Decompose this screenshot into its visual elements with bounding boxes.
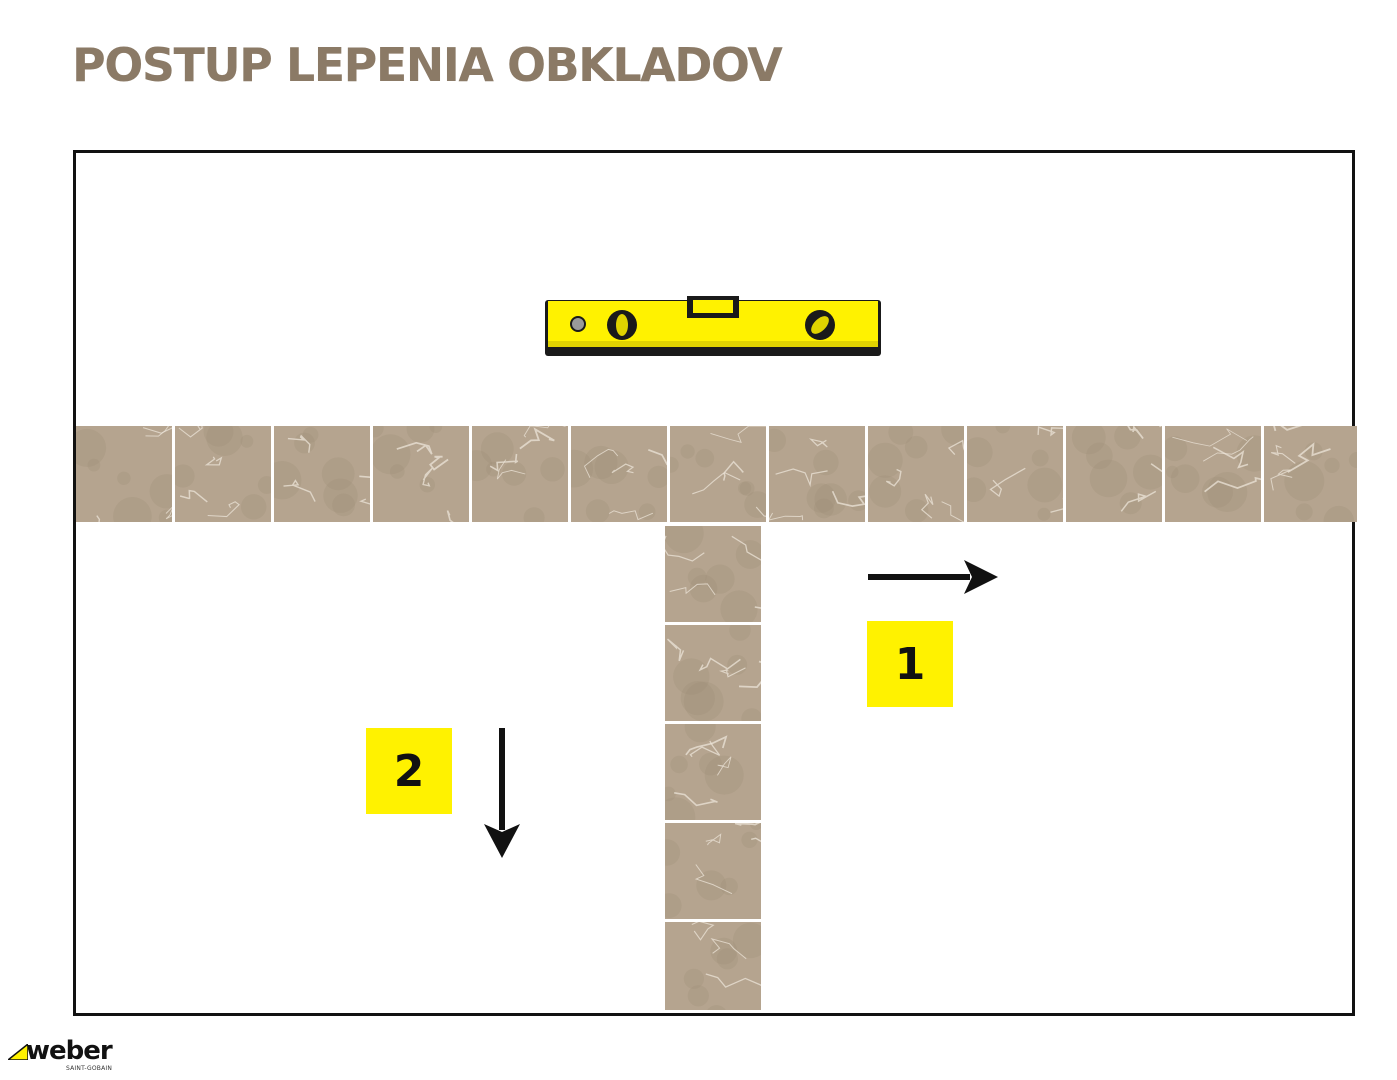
weber-subbrand: SAINT-GOBAIN: [66, 1065, 113, 1072]
horizontal-row-tile: [868, 426, 964, 522]
horizontal-row-tile: [1066, 426, 1162, 522]
vertical-column-tile: [665, 526, 761, 622]
vertical-column-tile: [665, 724, 761, 820]
vertical-column-tile: [665, 625, 761, 721]
weber-logo-mark-icon: [8, 1044, 28, 1060]
horizontal-row-tile: [472, 426, 568, 522]
horizontal-row-tile: [967, 426, 1063, 522]
horizontal-row-tile: [769, 426, 865, 522]
weber-logo: weber SAINT-GOBAIN: [4, 1036, 124, 1076]
horizontal-row-tile: [571, 426, 667, 522]
horizontal-row-tile: [670, 426, 766, 522]
horizontal-row-tile: [1264, 426, 1357, 522]
vertical-column-tile: [665, 922, 761, 1010]
page-title: POSTUP LEPENIA OBKLADOV: [72, 38, 783, 92]
arrow-down-icon: [484, 728, 520, 858]
horizontal-row-tile: [175, 426, 271, 522]
horizontal-row-tile: [274, 426, 370, 522]
arrow-right-icon: [868, 560, 998, 594]
step-badge-2: 2: [366, 728, 452, 814]
horizontal-row-tile: [76, 426, 172, 522]
vertical-column-tile: [665, 823, 761, 919]
horizontal-row-tile: [1165, 426, 1261, 522]
weber-wordmark: weber: [26, 1036, 113, 1066]
step-badge-1: 1: [867, 621, 953, 707]
horizontal-row-tile: [373, 426, 469, 522]
spirit-level-icon: [545, 296, 881, 356]
